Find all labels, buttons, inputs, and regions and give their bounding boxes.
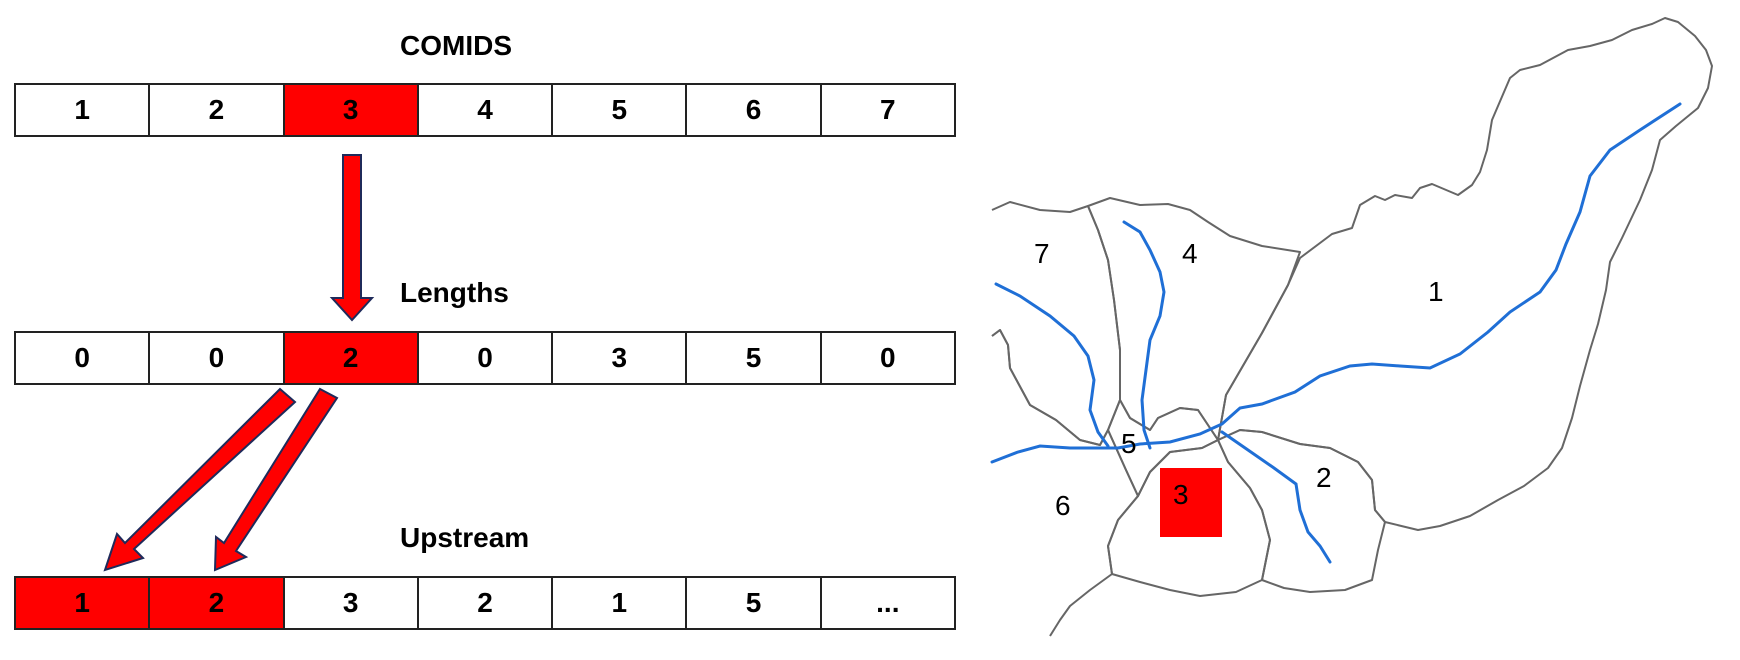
stream-network xyxy=(990,102,1682,564)
map-label-4: 4 xyxy=(1182,238,1198,269)
lengths-array: 0 0 2 0 3 5 0 xyxy=(14,331,956,385)
upstream-cell: ... xyxy=(876,587,900,618)
lengths-cell: 0 xyxy=(16,333,151,383)
comids-cell: 2 xyxy=(150,85,285,135)
map-label-1: 1 xyxy=(1428,276,1444,307)
upstream-cell: 3 xyxy=(285,578,419,628)
comids-cell: 6 xyxy=(687,85,822,135)
upstream-cell: 2 xyxy=(150,578,285,628)
catchment-4-boundary xyxy=(1087,197,1301,441)
watershed-map xyxy=(990,17,1713,637)
catchment-6-boundary xyxy=(991,329,1139,637)
lengths-cell: 5 xyxy=(687,333,822,383)
map-label-5: 5 xyxy=(1121,428,1137,459)
lengths-cell: 0 xyxy=(419,333,554,383)
map-label-7: 7 xyxy=(1034,238,1050,269)
stream-catchment-4 xyxy=(1122,220,1166,450)
highlighted-catchment-3 xyxy=(1160,468,1222,537)
comids-cell: 4 xyxy=(419,85,554,135)
diagonal-arrow-to-upstream-2 xyxy=(213,387,339,572)
comids-array: 1 2 3 4 5 6 7 xyxy=(14,83,956,137)
catchment-1-boundary xyxy=(1217,17,1713,531)
lengths-cell: 0 xyxy=(150,333,285,383)
comids-title: COMIDS xyxy=(400,30,512,61)
comids-cell: 5 xyxy=(553,85,688,135)
lengths-cell: 0 xyxy=(880,342,896,373)
map-label-6: 6 xyxy=(1055,490,1071,521)
stream-main-stem xyxy=(990,102,1682,464)
lengths-cell: 3 xyxy=(553,333,688,383)
upstream-title: Upstream xyxy=(400,522,530,553)
down-arrow-comids-to-lengths xyxy=(329,154,375,322)
lengths-cell: 2 xyxy=(284,333,419,383)
comids-cell: 3 xyxy=(284,85,419,135)
upstream-cell: 1 xyxy=(16,578,151,628)
upstream-cell: 2 xyxy=(419,578,554,628)
comids-cell: 1 xyxy=(16,85,151,135)
lengths-title: Lengths xyxy=(400,277,509,308)
catchment-boundaries xyxy=(991,17,1713,637)
stream-catchment-2 xyxy=(1220,430,1332,564)
map-label-2: 2 xyxy=(1316,462,1332,493)
comids-cell: 7 xyxy=(880,94,896,125)
catchment-7-boundary xyxy=(991,201,1121,446)
stream-catchment-7 xyxy=(994,282,1110,448)
map-label-3: 3 xyxy=(1173,479,1189,510)
diagonal-arrow-to-upstream-1 xyxy=(103,387,297,572)
upstream-cell: 5 xyxy=(687,578,822,628)
upstream-array: 1 2 3 2 1 5 ... xyxy=(14,576,956,630)
pointer-arrows xyxy=(103,154,375,572)
catchment-2-boundary xyxy=(1217,429,1386,593)
upstream-cell: 1 xyxy=(553,578,688,628)
